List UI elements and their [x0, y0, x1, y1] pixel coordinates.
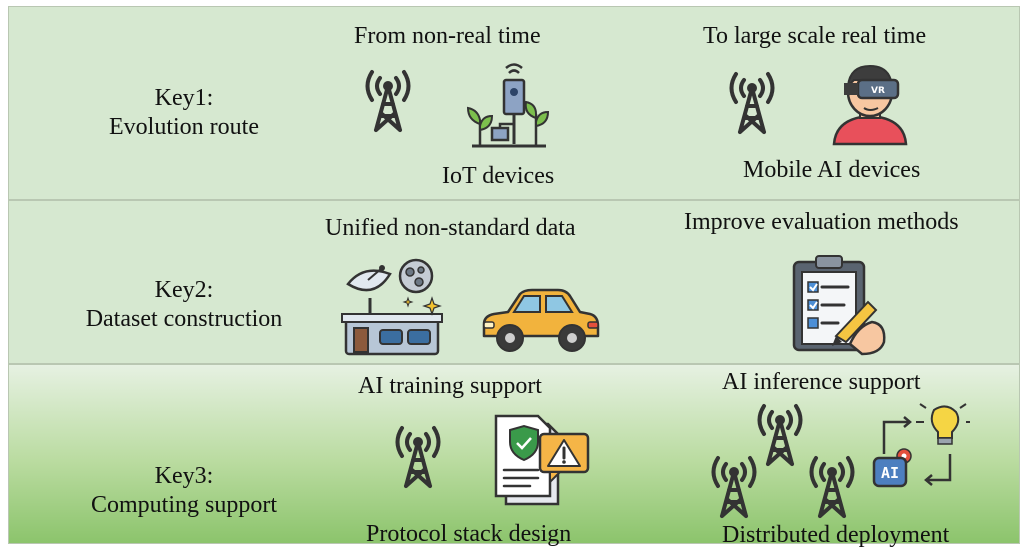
row3-right-caption: Distributed deployment: [722, 522, 950, 548]
key3-title: Computing support: [90, 492, 277, 518]
protocol-document-warning-icon: [494, 414, 590, 506]
antenna-tower-icon: [711, 456, 757, 518]
row2-left-heading: Unified non-standard data: [325, 215, 576, 241]
antenna-tower-icon: [809, 456, 855, 518]
key3-label: Key3:: [154, 463, 214, 489]
antenna-tower-icon: [395, 426, 441, 488]
key1-title: Evolution route: [109, 114, 259, 140]
iot-sensor-plants-icon: [466, 63, 550, 148]
key2-title: Dataset construction: [85, 306, 283, 332]
row3-right-heading: AI inference support: [722, 369, 921, 395]
row3-left-heading: AI training support: [358, 373, 542, 399]
vr-headset-user-icon: VR: [832, 64, 908, 146]
car-icon: [482, 288, 600, 352]
row3-left-caption: Protocol stack design: [366, 521, 572, 547]
key1-label: Key1:: [154, 85, 214, 111]
row1-right-heading: To large scale real time: [703, 23, 927, 49]
ai-chip-lightbulb-icon: AI: [872, 403, 970, 488]
antenna-tower-icon: [729, 72, 775, 134]
svg-text:VR: VR: [871, 86, 885, 96]
row1-left-caption: IoT devices: [442, 163, 555, 189]
key2-label: Key2:: [154, 277, 214, 303]
antenna-tower-icon: [365, 70, 411, 132]
row1-right-caption: Mobile AI devices: [743, 157, 921, 183]
svg-text:AI: AI: [881, 464, 899, 482]
satellite-dish-station-icon: [341, 258, 443, 356]
row1-left-heading: From non-real time: [354, 23, 541, 49]
row2-right-heading: Improve evaluation methods: [684, 209, 959, 235]
clipboard-checklist-icon: [792, 255, 886, 356]
